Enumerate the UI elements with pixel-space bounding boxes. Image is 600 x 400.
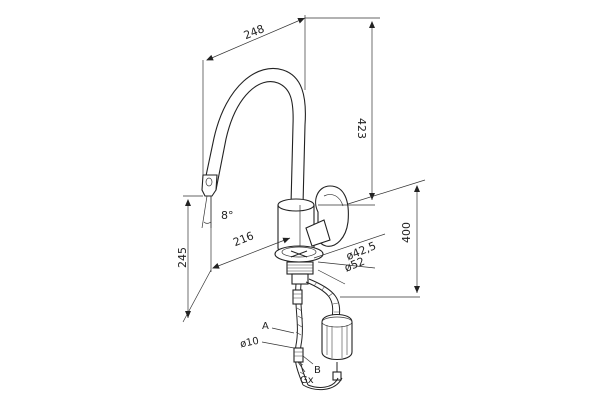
angle-line-tilt bbox=[201, 195, 208, 229]
dim-216: 216 bbox=[231, 229, 255, 249]
dim-400: 400 bbox=[400, 222, 413, 243]
connector-threads bbox=[293, 293, 303, 357]
dim-423: 423 bbox=[355, 118, 368, 139]
dimension-arrow: 248 423 400 245 216 8° ø42,5 ø52 ø10 bbox=[176, 15, 426, 386]
dim-angle: 8° bbox=[221, 209, 234, 222]
spray-button bbox=[205, 177, 213, 187]
dim-248: 248 bbox=[242, 22, 266, 42]
spout-outer bbox=[202, 68, 306, 206]
leader-52 bbox=[317, 261, 376, 269]
counterweight-clip bbox=[332, 371, 342, 381]
hose-loop bbox=[302, 377, 343, 391]
ext-line-400-top bbox=[347, 179, 426, 205]
leader-42-5 bbox=[313, 233, 386, 259]
leader-52-b bbox=[317, 269, 346, 285]
hose-right-a bbox=[305, 281, 334, 319]
hose-right-b bbox=[308, 278, 341, 319]
shank-nut bbox=[291, 273, 309, 285]
label-b: B bbox=[314, 365, 321, 376]
faucet-drawing bbox=[201, 68, 353, 391]
label-gx: Gx bbox=[300, 375, 314, 386]
lever-edge bbox=[323, 194, 344, 207]
dim-245: 245 bbox=[176, 247, 189, 268]
dim-line-248 bbox=[206, 17, 306, 61]
leader-10 bbox=[261, 341, 295, 349]
leader-a bbox=[271, 327, 295, 334]
hose-loop-inner bbox=[307, 377, 339, 388]
ext-line-245-bottom bbox=[182, 269, 212, 323]
spout-head bbox=[201, 174, 218, 197]
hose-braid-right bbox=[313, 281, 339, 313]
body-top bbox=[277, 198, 315, 212]
dim-10: ø10 bbox=[239, 336, 260, 351]
connector-b bbox=[293, 347, 304, 363]
counterweight bbox=[321, 313, 353, 361]
thread-lines bbox=[287, 264, 313, 272]
label-a: A bbox=[262, 321, 269, 332]
counterweight-top bbox=[321, 316, 353, 328]
angle-arc bbox=[203, 221, 212, 224]
lever-joint bbox=[305, 219, 331, 247]
dim-line-216 bbox=[212, 237, 291, 269]
connector-a bbox=[292, 289, 303, 305]
leader-b bbox=[302, 355, 314, 365]
leader-gx bbox=[297, 361, 306, 373]
cross-mark bbox=[290, 250, 308, 258]
counterweight-ribs bbox=[326, 325, 348, 358]
